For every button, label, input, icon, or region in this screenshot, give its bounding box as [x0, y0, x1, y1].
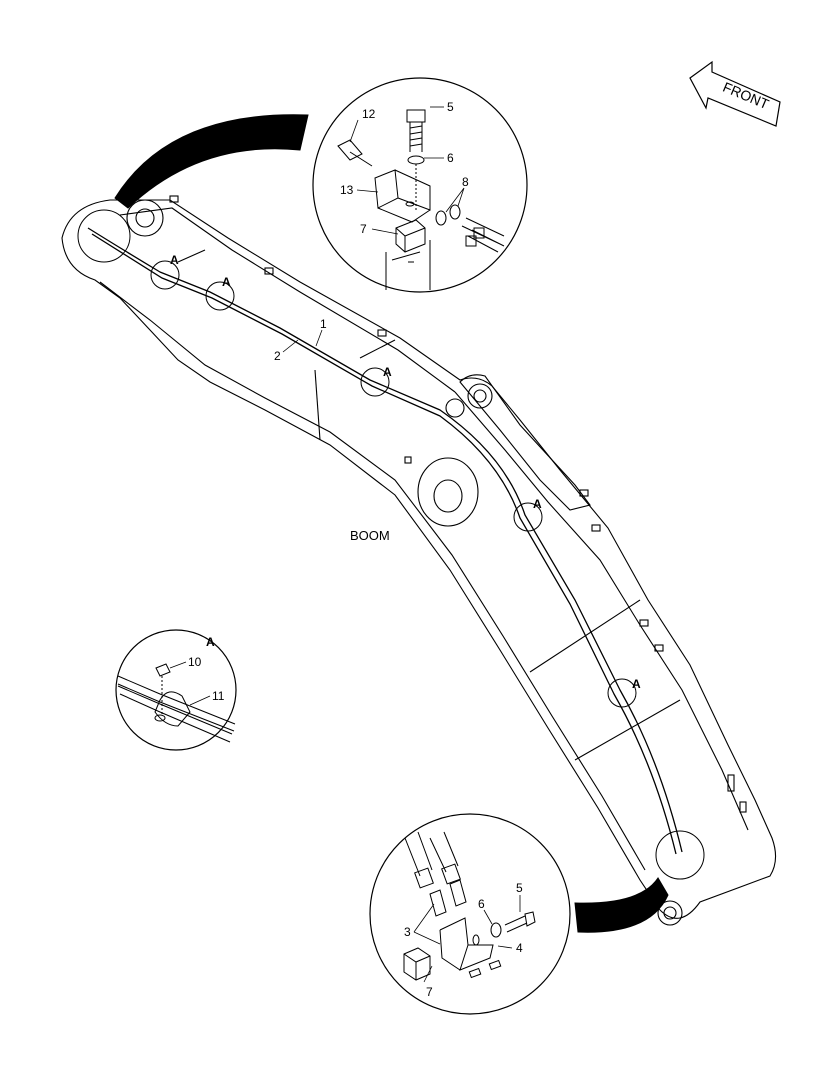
marker-a: A [222, 275, 231, 289]
detail-a-markers: A A A A A [170, 253, 641, 691]
callout-6: 6 [447, 151, 454, 165]
callout-1: 1 [320, 317, 327, 331]
nut-icon [435, 210, 447, 226]
boom-label: BOOM [350, 528, 390, 543]
detail-top: 5 6 12 13 7 8 [114, 77, 528, 293]
callout-7: 7 [360, 222, 367, 236]
detail-bottom-circle [369, 813, 571, 1015]
callout-2: 2 [274, 349, 281, 363]
detail-bottom-pointer [574, 877, 669, 933]
callout-7: 7 [426, 985, 433, 999]
callout-5: 5 [447, 100, 454, 114]
callout-10: 10 [188, 655, 202, 669]
front-arrow: FRONT [689, 60, 781, 127]
boom-structure [61, 195, 777, 926]
marker-a: A [533, 497, 542, 511]
plate-icon [403, 947, 431, 981]
callout-8: 8 [462, 175, 469, 189]
detail-a: A 10 11 [115, 629, 237, 751]
hose-clamps [77, 209, 705, 880]
callout-5: 5 [516, 881, 523, 895]
callout-12: 12 [362, 107, 376, 121]
marker-a: A [383, 365, 392, 379]
nut-icon [449, 204, 461, 220]
fitting-icon [429, 889, 447, 917]
hose-lines [87, 227, 683, 855]
detail-a-title: A [206, 635, 215, 649]
clamp-icon [154, 691, 191, 727]
bracket-icon [439, 917, 494, 971]
plate-icon [395, 219, 426, 253]
marker-a: A [170, 253, 179, 267]
washer-icon [490, 922, 502, 938]
front-arrow-icon [689, 60, 781, 127]
detail-bottom: 5 6 4 3 7 [369, 813, 669, 1015]
callout-4: 4 [516, 941, 523, 955]
marker-a: A [632, 677, 641, 691]
bolt-icon [406, 109, 426, 123]
bolt-icon [504, 915, 528, 933]
callout-13: 13 [340, 183, 354, 197]
callout-6: 6 [478, 897, 485, 911]
fitting-icon [449, 879, 467, 907]
callout-3: 3 [404, 925, 411, 939]
callout-11: 11 [212, 689, 225, 703]
fitting-icon [337, 139, 373, 167]
bolt-icon [155, 663, 171, 677]
detail-top-pointer [114, 114, 309, 209]
